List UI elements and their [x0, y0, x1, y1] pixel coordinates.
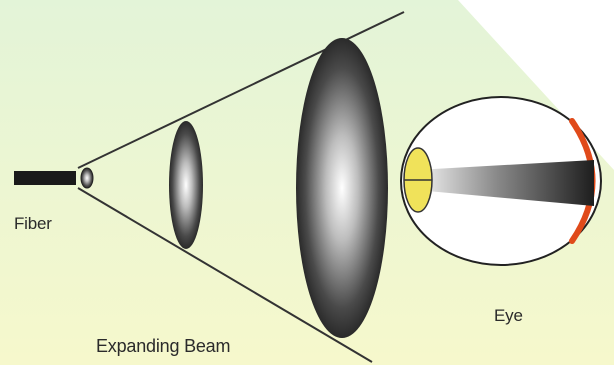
beam-upper-line	[77, 11, 405, 169]
fiber-label: Fiber	[14, 214, 52, 233]
beam-cross-section-large	[296, 38, 388, 338]
fiber-tip	[80, 167, 94, 189]
beam-lower-line	[77, 187, 373, 363]
expanding-beam-label: Expanding Beam	[96, 336, 231, 356]
eye-label: Eye	[494, 306, 523, 325]
light-ray-to-retina	[416, 160, 594, 206]
beam-cross-section-small	[169, 121, 203, 249]
fiber	[14, 171, 76, 185]
